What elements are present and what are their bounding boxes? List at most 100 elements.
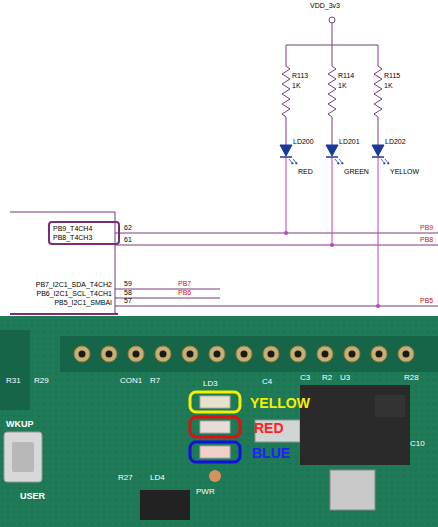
light-arrow <box>289 159 293 164</box>
header-hole <box>241 351 248 358</box>
silkscreen: LD4 <box>150 474 165 482</box>
silkscreen: R7 <box>150 377 160 385</box>
silkscreen: R28 <box>404 374 419 382</box>
led-wire <box>286 157 287 233</box>
silkscreen: R2 <box>322 374 332 382</box>
silkscreen: C3 <box>300 374 310 382</box>
resistor-symbol <box>374 45 382 145</box>
net-label: PB8 <box>420 236 433 243</box>
pin-number: 59 <box>124 280 132 287</box>
part-value: 1K <box>338 82 347 89</box>
red-highlight <box>190 417 240 437</box>
part-name: LD201 <box>339 138 360 145</box>
callout-label: BLUE <box>252 446 290 460</box>
led-blue <box>200 446 230 458</box>
callout-label: RED <box>254 421 284 435</box>
header-hole <box>349 351 356 358</box>
led-color: RED <box>298 168 313 175</box>
pin-number: 58 <box>124 289 132 296</box>
header-hole <box>133 351 140 358</box>
pin-number: 62 <box>124 224 132 231</box>
header-hole <box>268 351 275 358</box>
button-cap <box>12 442 34 472</box>
header-hole <box>106 351 113 358</box>
header-pad <box>155 346 171 362</box>
header-hole <box>295 351 302 358</box>
header-hole <box>214 351 221 358</box>
led-bar <box>326 156 338 158</box>
crystal <box>255 420 300 442</box>
part-value: 1K <box>384 82 393 89</box>
light-arrow <box>293 159 297 164</box>
led-symbol <box>372 145 384 156</box>
led-red <box>200 421 230 433</box>
callout-label: YELLOW <box>250 396 310 410</box>
chip-edge <box>10 313 118 315</box>
header-pad <box>344 346 360 362</box>
crystal-can <box>330 470 375 510</box>
yellow-highlight <box>190 392 240 412</box>
blue-highlight <box>190 442 240 462</box>
net-label: PB7 <box>178 280 191 287</box>
header-hole <box>376 351 383 358</box>
silkscreen: R31 <box>6 377 21 385</box>
jumper <box>375 395 405 417</box>
supply-name: VDD_3v3 <box>310 2 340 9</box>
net-label: PB6 <box>178 289 191 296</box>
chip-edge <box>115 212 116 314</box>
junction-dot <box>330 243 334 247</box>
junction-dot <box>284 231 288 235</box>
junction-dot <box>376 304 380 308</box>
silkscreen: R29 <box>34 377 49 385</box>
header-hole <box>403 351 410 358</box>
pin-number: 61 <box>124 236 132 243</box>
schematic-ground <box>0 0 438 316</box>
part-value: 1K <box>292 82 301 89</box>
header-pad <box>317 346 333 362</box>
pin-name: PB6_I2C1_SCL_T4CH1 <box>37 290 113 297</box>
led-yellow <box>200 396 230 408</box>
pin-name: PB7_I2C1_SDA_T4CH2 <box>36 281 112 288</box>
led-glow <box>209 470 221 482</box>
net-label: PB5 <box>420 297 433 304</box>
led-symbol <box>280 145 292 156</box>
header-pad <box>74 346 90 362</box>
pin-name: PB8_T4CH3 <box>53 233 115 242</box>
net-label: PB9 <box>420 224 433 231</box>
pcb-texture <box>0 316 438 527</box>
chip-edge <box>10 212 115 213</box>
silkscreen: USER <box>20 492 45 501</box>
light-arrow <box>381 159 385 164</box>
header-pad <box>371 346 387 362</box>
silkscreen: WKUP <box>6 420 34 429</box>
pin-wire <box>115 233 438 234</box>
part-name: LD202 <box>385 138 406 145</box>
resistor-symbol <box>328 45 336 145</box>
led-color: YELLOW <box>390 168 419 175</box>
led-bar <box>280 156 292 158</box>
part-name: LD200 <box>293 138 314 145</box>
light-arrow <box>339 159 343 164</box>
part-name: R113 <box>292 72 308 79</box>
pcb-board <box>0 316 438 527</box>
silkscreen: C4 <box>262 378 272 386</box>
led-wire <box>332 157 333 245</box>
silkscreen: PWR <box>196 488 215 496</box>
silkscreen: CON1 <box>120 377 142 385</box>
pin-name: PB5_I2C1_SMBAI <box>54 299 112 306</box>
pin-group-box: PB9_T4CH4PB8_T4CH3 <box>48 221 120 245</box>
header-pad <box>263 346 279 362</box>
header-pad <box>209 346 225 362</box>
resistor-symbol <box>282 45 290 145</box>
light-arrow <box>385 159 389 164</box>
led-symbol <box>326 145 338 156</box>
header-strip <box>60 336 438 372</box>
part-name: R114 <box>338 72 354 79</box>
part-name: R115 <box>384 72 400 79</box>
silkscreen: C10 <box>410 440 425 448</box>
header-hole <box>187 351 194 358</box>
silkscreen: U3 <box>340 374 350 382</box>
pin-wire <box>115 245 438 246</box>
